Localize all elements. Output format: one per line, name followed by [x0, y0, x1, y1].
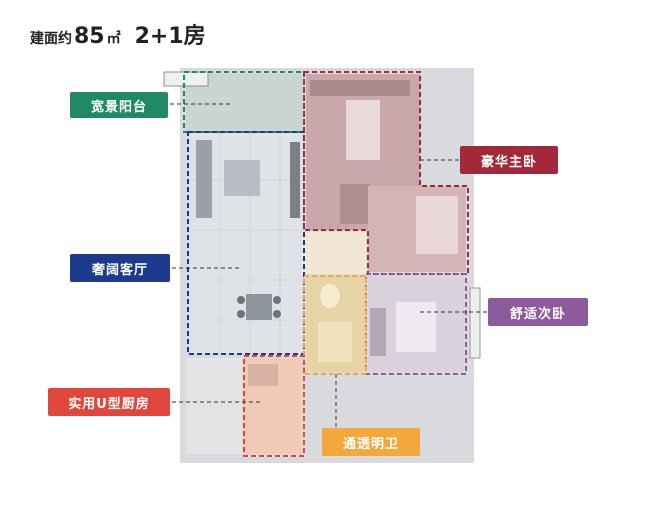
sofa: [196, 140, 212, 218]
shower: [318, 322, 352, 362]
kitchen-label: 实用U型厨房: [48, 388, 170, 416]
master-bedroom-label: 豪华主卧: [460, 146, 558, 174]
master-annex-bath: [416, 196, 458, 254]
living-outline: [187, 131, 305, 355]
area-prefix: 建面约: [30, 31, 72, 47]
living-room-label: 奢阔客厅: [70, 254, 170, 282]
hallway-floor: [302, 232, 366, 274]
entry-floor: [186, 358, 242, 454]
stove: [248, 364, 278, 386]
second-bed: [396, 302, 436, 352]
layout-type: 2+1房: [134, 24, 206, 49]
master-wardrobe-top: [310, 80, 410, 96]
second-wardrobe: [370, 308, 386, 356]
leader-lines: [170, 103, 488, 432]
tv-cabinet: [290, 142, 300, 218]
area-value: 85: [74, 24, 105, 49]
page-title: 建面约 85 ㎡ 2+1房: [30, 18, 206, 50]
toilet: [320, 284, 340, 308]
second-outline: [365, 273, 467, 375]
bathroom-label: 通透明卫: [322, 428, 420, 456]
coffee-table: [224, 160, 260, 196]
second-bedroom-label: 舒适次卧: [488, 298, 588, 326]
area-unit: ㎡: [106, 31, 121, 47]
master-outline: [303, 71, 469, 275]
balcony-rail: [163, 71, 209, 87]
bay-window: [469, 287, 481, 359]
dining-table: [246, 294, 272, 320]
balcony-label: 宽景阳台: [70, 92, 168, 118]
master-wardrobe: [340, 184, 370, 224]
master-bed: [346, 100, 380, 160]
